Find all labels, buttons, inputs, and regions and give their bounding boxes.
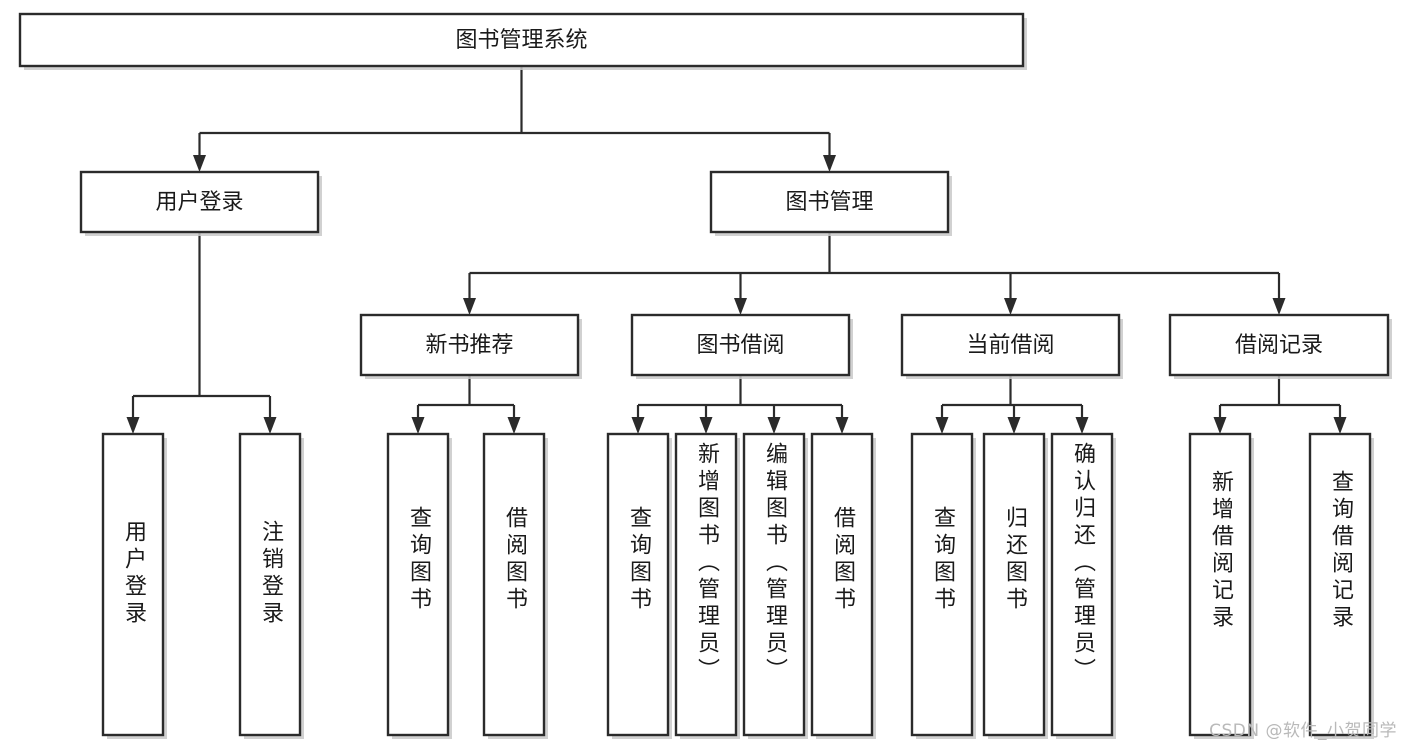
leaf-borrow-query-book[interactable] <box>606 432 672 739</box>
leaf-current-confirm-return-admin[interactable] <box>1050 432 1116 739</box>
edge-book-mgmt-bus <box>469 232 1279 275</box>
leaf-borrow-add-book-admin[interactable] <box>674 432 740 739</box>
arrowhead-current-query <box>935 417 949 434</box>
node-book-management[interactable]: 图书管理 <box>709 170 952 236</box>
arrowhead-current-return <box>1007 417 1021 434</box>
edge-borrow-bus <box>638 375 842 407</box>
leaf-record-query[interactable] <box>1308 432 1374 739</box>
arrowhead-current-borrow <box>1004 298 1017 315</box>
arrowhead-borrow-lend <box>835 417 849 434</box>
node-new-book-recommendation-label: 新书推荐 <box>425 333 513 358</box>
node-book-borrowing-label: 图书借阅 <box>696 333 784 358</box>
node-root-label: 图书管理系统 <box>455 28 587 53</box>
arrowhead-new-book-rec <box>463 298 476 315</box>
node-borrowing-record-label: 借阅记录 <box>1235 333 1323 358</box>
arrowhead-newrec-borrow <box>507 417 521 434</box>
edge-record-bus <box>1220 375 1340 407</box>
node-book-borrowing[interactable]: 图书借阅 <box>630 313 853 379</box>
node-new-book-recommendation[interactable]: 新书推荐 <box>359 313 582 379</box>
arrowhead-leaf-user-login <box>126 417 140 434</box>
edge-newrec-bus <box>418 375 514 407</box>
nodes-layer: 图书管理系统 用户登录 图书管理 新书推荐 图书 <box>18 12 1392 739</box>
node-user-login-label: 用户登录 <box>155 190 243 215</box>
node-root[interactable]: 图书管理系统 <box>18 12 1027 70</box>
edge-current-bus <box>942 375 1082 407</box>
node-current-borrowing-label: 当前借阅 <box>966 333 1054 358</box>
arrowhead-borrow-query <box>631 417 645 434</box>
arrowhead-book-borrow <box>734 298 747 315</box>
arrowhead-book-mgmt <box>823 155 836 172</box>
leaf-record-add[interactable] <box>1188 432 1254 739</box>
arrowhead-newrec-query <box>411 417 425 434</box>
edge-root-bus <box>199 66 830 135</box>
node-current-borrowing[interactable]: 当前借阅 <box>900 313 1123 379</box>
leaf-newrec-query-book[interactable] <box>386 432 452 739</box>
leaf-user-login[interactable] <box>101 432 167 739</box>
node-user-login[interactable]: 用户登录 <box>79 170 322 236</box>
node-borrowing-record[interactable]: 借阅记录 <box>1168 313 1392 379</box>
watermark-text: CSDN @软件_小贺同学 <box>1209 721 1397 741</box>
arrowhead-record-add <box>1213 417 1227 434</box>
arrowhead-record-query <box>1333 417 1347 434</box>
arrowhead-leaf-logout <box>263 417 277 434</box>
leaf-current-query-book[interactable] <box>910 432 976 739</box>
arrowhead-borrow-add <box>699 417 713 434</box>
leaf-logout[interactable] <box>238 432 304 739</box>
leaf-current-return-book[interactable] <box>982 432 1048 739</box>
arrowhead-current-confirm <box>1075 417 1089 434</box>
edges-layer <box>126 66 1347 434</box>
leaf-borrow-lend-book[interactable] <box>810 432 876 739</box>
edge-user-login-bus <box>133 232 270 398</box>
arrowhead-user-login <box>193 155 206 172</box>
arrowhead-borrow-edit <box>767 417 781 434</box>
node-book-management-label: 图书管理 <box>785 190 873 215</box>
leaf-newrec-borrow-book[interactable] <box>482 432 548 739</box>
leaf-borrow-edit-book-admin[interactable] <box>742 432 808 739</box>
arrowhead-borrow-record <box>1272 298 1286 315</box>
